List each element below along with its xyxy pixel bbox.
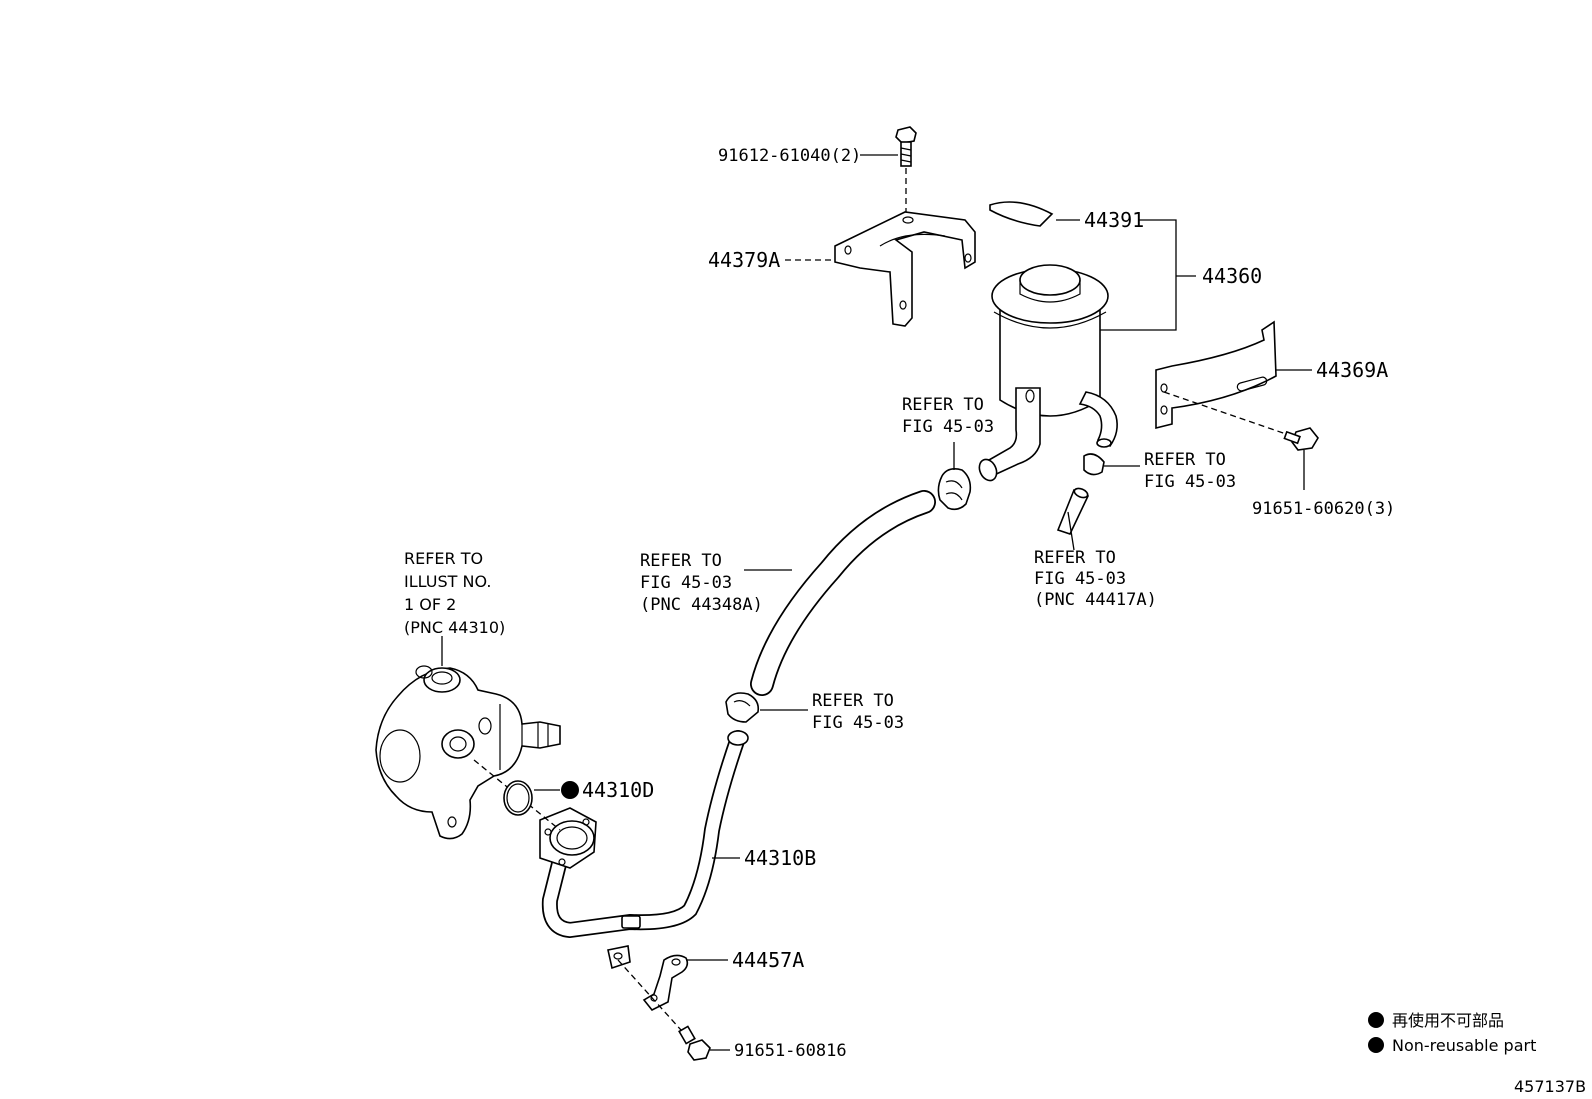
label-bolt-top: 91612-61040(2) <box>718 146 861 166</box>
ref-hose-main-2: FIG 45-03 <box>640 573 732 593</box>
band-drawing <box>1155 320 1287 435</box>
label-bolt-bottom: 91651-60816 <box>734 1041 847 1061</box>
ref-clip-right-1: REFER TO <box>1144 450 1226 470</box>
ref-hose-right-3: (PNC 44417A) <box>1034 590 1157 610</box>
ref-pump-3: 1 OF 2 <box>404 595 456 614</box>
clamp-bracket-drawing <box>607 945 691 1041</box>
ref-clip-left-2: FIG 45-03 <box>902 417 994 437</box>
label-bracket: 44379A <box>708 248 780 272</box>
label-bolt-right: 91651-60620(3) <box>1252 499 1395 519</box>
legend-jp: 再使用不可部品 <box>1392 1011 1504 1030</box>
bracket-drawing <box>834 211 976 327</box>
ref-pump-1: REFER TO <box>404 549 483 568</box>
label-pipe: 44310B <box>744 846 816 870</box>
reservoir-drawing <box>978 264 1118 482</box>
clip-left-drawing <box>937 468 972 511</box>
ref-clip-lower-1: REFER TO <box>812 691 894 711</box>
ref-clip-lower-2: FIG 45-03 <box>812 713 904 733</box>
ref-hose-main-1: REFER TO <box>640 551 722 571</box>
ref-clip-left-1: REFER TO <box>902 395 984 415</box>
figure-id: 457137B <box>1514 1077 1586 1096</box>
clip-right-drawing <box>1083 453 1105 476</box>
ref-hose-right-2: FIG 45-03 <box>1034 569 1126 589</box>
pump-drawing <box>375 665 561 840</box>
label-band: 44369A <box>1316 358 1388 382</box>
legend-en: Non-reusable part <box>1392 1036 1536 1055</box>
bolt-right-drawing <box>1283 427 1319 451</box>
label-cap-seal: 44391 <box>1084 208 1144 232</box>
legend-bullet-en <box>1368 1037 1384 1053</box>
ref-clip-right-2: FIG 45-03 <box>1144 472 1236 492</box>
ref-hose-main-3: (PNC 44348A) <box>640 595 763 615</box>
hose-main-drawing <box>750 490 936 696</box>
label-reservoir: 44360 <box>1202 264 1262 288</box>
ref-hose-right-1: REFER TO <box>1034 548 1116 568</box>
clip-lower-drawing <box>725 692 760 723</box>
bolt-top-drawing <box>895 126 917 218</box>
non-reusable-marker-oring <box>561 781 579 799</box>
cap-seal-drawing <box>989 201 1054 227</box>
bolt-bottom-drawing <box>678 1025 711 1061</box>
label-clamp-bracket: 44457A <box>732 948 804 972</box>
legend-bullet-jp <box>1368 1012 1384 1028</box>
oring-drawing <box>503 780 533 816</box>
label-oring: 44310D <box>582 778 654 802</box>
ref-pump-4: (PNC 44310) <box>404 618 505 637</box>
pipe-drawing <box>539 730 749 939</box>
ref-pump-2: ILLUST NO. <box>404 572 491 591</box>
